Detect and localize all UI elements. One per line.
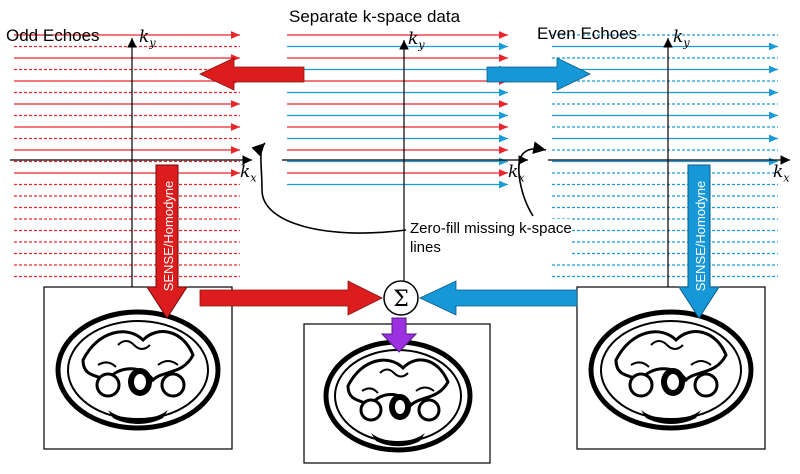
zero-fill-annotation-line2: lines: [410, 239, 441, 256]
odd-ky-label: ky: [139, 27, 156, 50]
combined-abdominal-image: [323, 339, 473, 453]
even-abdominal-image: [588, 309, 754, 431]
zero-fill-pointer-right: [518, 141, 547, 217]
summation-node: [383, 280, 419, 316]
blue-combine-arrow: [419, 280, 578, 316]
blue-right-block-arrow: [486, 57, 591, 91]
even-kx-label: kx: [773, 162, 790, 185]
zero-fill-annotation-line1: Zero-fill missing k-space: [410, 220, 572, 237]
even-sense-homodyne-arrow: [678, 164, 720, 319]
center-kx-label: kx: [508, 162, 525, 185]
even-echoes-title: Even Echoes: [537, 24, 638, 43]
odd-abdominal-image: [55, 309, 221, 431]
red-combine-arrow: [199, 280, 383, 316]
zero-fill-annotation: Zero-fill missing k-space lines: [410, 219, 572, 257]
summation-symbol: Σ: [393, 287, 409, 312]
odd-kspace-axes: [10, 38, 252, 288]
odd-sense-homodyne-arrow: [146, 164, 188, 319]
purple-combine-down-arrow: [380, 317, 418, 353]
zero-fill-pointer-left: [251, 142, 407, 234]
even-echo-kspace-lines: [552, 34, 778, 278]
center-kspace-axes: [282, 40, 528, 290]
even-sense-homodyne-label: SENSE/Homodyne: [693, 181, 708, 292]
odd-kx-label: kx: [240, 162, 257, 185]
odd-sense-homodyne-label: SENSE/Homodyne: [161, 181, 176, 292]
separate-kspace-title: Separate k-space data: [289, 7, 461, 26]
red-left-block-arrow: [199, 57, 305, 91]
odd-echoes-title: Odd Echoes: [6, 26, 100, 45]
even-kspace-axes: [548, 38, 790, 288]
combined-kspace-lines: [287, 31, 508, 189]
even-ky-label: ky: [673, 27, 690, 50]
center-ky-label: ky: [408, 29, 425, 52]
odd-echo-kspace-lines: [14, 31, 240, 278]
